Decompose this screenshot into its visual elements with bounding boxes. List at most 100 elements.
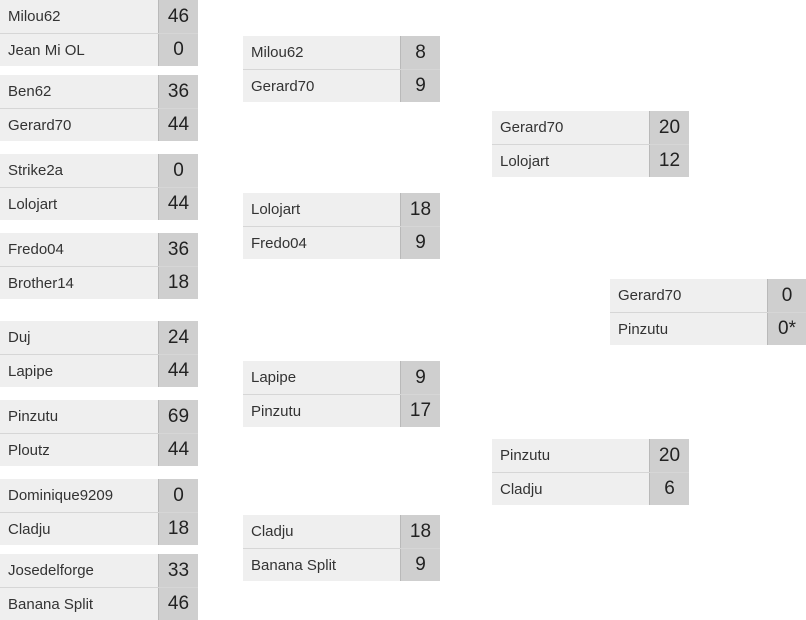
player-name: Milou62 xyxy=(0,0,158,33)
player-name: Ploutz xyxy=(0,434,158,466)
player-name: Fredo04 xyxy=(243,227,400,259)
player-name: Gerard70 xyxy=(492,111,649,144)
player-score: 18 xyxy=(400,193,440,226)
player-name: Gerard70 xyxy=(610,279,767,312)
player-score: 20 xyxy=(649,439,689,472)
player-score: 0 xyxy=(158,34,198,66)
player-score: 17 xyxy=(400,395,440,427)
player-name: Fredo04 xyxy=(0,233,158,266)
player-name: Pinzutu xyxy=(492,439,649,472)
player-score: 9 xyxy=(400,549,440,581)
player-score: 0 xyxy=(158,154,198,187)
player-score: 24 xyxy=(158,321,198,354)
player-name: Dominique9209 xyxy=(0,479,158,512)
player-name: Gerard70 xyxy=(0,109,158,141)
player-score: 69 xyxy=(158,400,198,433)
player-name: Gerard70 xyxy=(243,70,400,102)
player-name: Cladju xyxy=(243,515,400,548)
player-name: Lolojart xyxy=(492,145,649,177)
player-name: Lapipe xyxy=(243,361,400,394)
player-score: 33 xyxy=(158,554,198,587)
player-score: 20 xyxy=(649,111,689,144)
player-name: Cladju xyxy=(492,473,649,505)
player-score: 0* xyxy=(767,313,806,345)
player-score: 9 xyxy=(400,361,440,394)
player-score: 9 xyxy=(400,227,440,259)
player-score: 0 xyxy=(767,279,806,312)
player-name: Duj xyxy=(0,321,158,354)
player-name: Banana Split xyxy=(0,588,158,620)
player-score: 46 xyxy=(158,0,198,33)
player-name: Strike2a xyxy=(0,154,158,187)
player-score: 18 xyxy=(400,515,440,548)
player-name: Lolojart xyxy=(0,188,158,220)
player-score: 18 xyxy=(158,267,198,299)
player-score: 44 xyxy=(158,355,198,387)
player-name: Lolojart xyxy=(243,193,400,226)
player-score: 36 xyxy=(158,75,198,108)
player-score: 44 xyxy=(158,109,198,141)
player-name: Lapipe xyxy=(0,355,158,387)
player-name: Brother14 xyxy=(0,267,158,299)
player-name: Milou62 xyxy=(243,36,400,69)
player-score: 9 xyxy=(400,70,440,102)
player-name: Pinzutu xyxy=(610,313,767,345)
player-score: 44 xyxy=(158,434,198,466)
player-score: 46 xyxy=(158,588,198,620)
player-name: Josedelforge xyxy=(0,554,158,587)
player-score: 6 xyxy=(649,473,689,505)
player-name: Jean Mi OL xyxy=(0,34,158,66)
player-score: 44 xyxy=(158,188,198,220)
player-name: Cladju xyxy=(0,513,158,545)
player-name: Pinzutu xyxy=(0,400,158,433)
player-score: 12 xyxy=(649,145,689,177)
player-name: Ben62 xyxy=(0,75,158,108)
